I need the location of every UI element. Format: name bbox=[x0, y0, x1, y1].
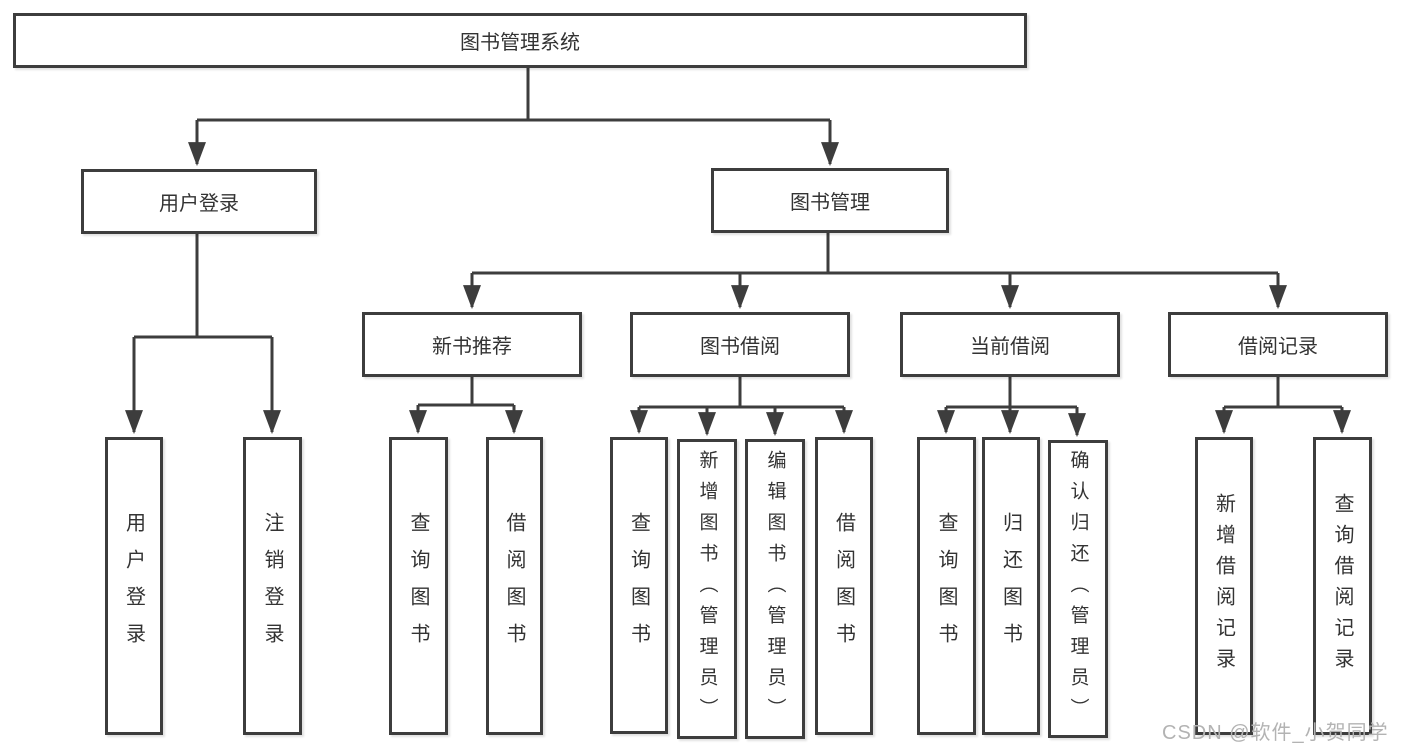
node-book-borrow: 图书借阅 bbox=[630, 312, 850, 377]
leaf-return-book: 归还图书 bbox=[982, 437, 1040, 735]
leaf-borrow-books-recommend: 借阅图书 bbox=[486, 437, 543, 735]
leaf-edit-book-admin-label: 编辑图书（管理员） bbox=[764, 449, 786, 729]
node-new-book-recommend-label: 新书推荐 bbox=[432, 336, 512, 358]
leaf-add-book-admin-label: 新增图书（管理员） bbox=[696, 449, 718, 729]
leaf-edit-book-admin: 编辑图书（管理员） bbox=[745, 439, 805, 739]
leaf-query-books-current: 查询图书 bbox=[917, 437, 976, 735]
leaf-user-login: 用户登录 bbox=[105, 437, 163, 735]
connector-user-login-children bbox=[125, 234, 281, 435]
leaf-user-login-label: 用户登录 bbox=[122, 512, 145, 660]
leaf-query-borrow-record-label: 查询借阅记录 bbox=[1331, 493, 1353, 679]
connector-borrow-records-children bbox=[1215, 377, 1351, 435]
node-borrow-records: 借阅记录 bbox=[1168, 312, 1388, 377]
connector-book-management-children bbox=[463, 233, 1287, 310]
node-book-management-label: 图书管理 bbox=[790, 192, 870, 214]
leaf-query-borrow-record: 查询借阅记录 bbox=[1313, 437, 1372, 735]
node-borrow-records-label: 借阅记录 bbox=[1238, 336, 1318, 358]
leaf-borrow-books-borrow: 借阅图书 bbox=[815, 437, 873, 735]
connector-root-to-level2 bbox=[188, 68, 839, 167]
leaf-logout: 注销登录 bbox=[243, 437, 302, 735]
node-root-system: 图书管理系统 bbox=[13, 13, 1027, 68]
leaf-logout-label: 注销登录 bbox=[261, 512, 283, 660]
leaf-query-books-current-label: 查询图书 bbox=[935, 512, 957, 660]
node-book-management: 图书管理 bbox=[711, 168, 949, 233]
connector-new-book-recommend-children bbox=[409, 377, 523, 435]
leaf-query-books-recommend-label: 查询图书 bbox=[407, 512, 429, 660]
node-current-borrow: 当前借阅 bbox=[900, 312, 1120, 377]
node-current-borrow-label: 当前借阅 bbox=[970, 336, 1050, 358]
leaf-confirm-return-admin: 确认归还（管理员） bbox=[1048, 440, 1108, 738]
leaf-add-borrow-record-label: 新增借阅记录 bbox=[1212, 493, 1235, 679]
leaf-query-books-recommend: 查询图书 bbox=[389, 437, 448, 735]
node-root-system-label: 图书管理系统 bbox=[460, 32, 580, 54]
leaf-add-book-admin: 新增图书（管理员） bbox=[677, 439, 737, 739]
node-user-login-label: 用户登录 bbox=[159, 193, 239, 215]
node-new-book-recommend: 新书推荐 bbox=[362, 312, 582, 377]
leaf-query-books-borrow: 查询图书 bbox=[610, 437, 668, 734]
connector-book-borrow-children bbox=[630, 377, 853, 437]
leaf-return-book-label: 归还图书 bbox=[999, 512, 1022, 660]
leaf-add-borrow-record: 新增借阅记录 bbox=[1195, 437, 1253, 735]
connector-current-borrow-children bbox=[937, 377, 1086, 438]
leaf-confirm-return-admin-label: 确认归还（管理员） bbox=[1067, 449, 1089, 729]
leaf-query-books-borrow-label: 查询图书 bbox=[627, 511, 650, 660]
node-user-login: 用户登录 bbox=[81, 169, 317, 234]
leaf-borrow-books-borrow-label: 借阅图书 bbox=[832, 512, 855, 660]
node-book-borrow-label: 图书借阅 bbox=[700, 336, 780, 358]
leaf-borrow-books-recommend-label: 借阅图书 bbox=[503, 512, 525, 660]
csdn-watermark: CSDN @软件_小贺同学 bbox=[1162, 722, 1389, 744]
